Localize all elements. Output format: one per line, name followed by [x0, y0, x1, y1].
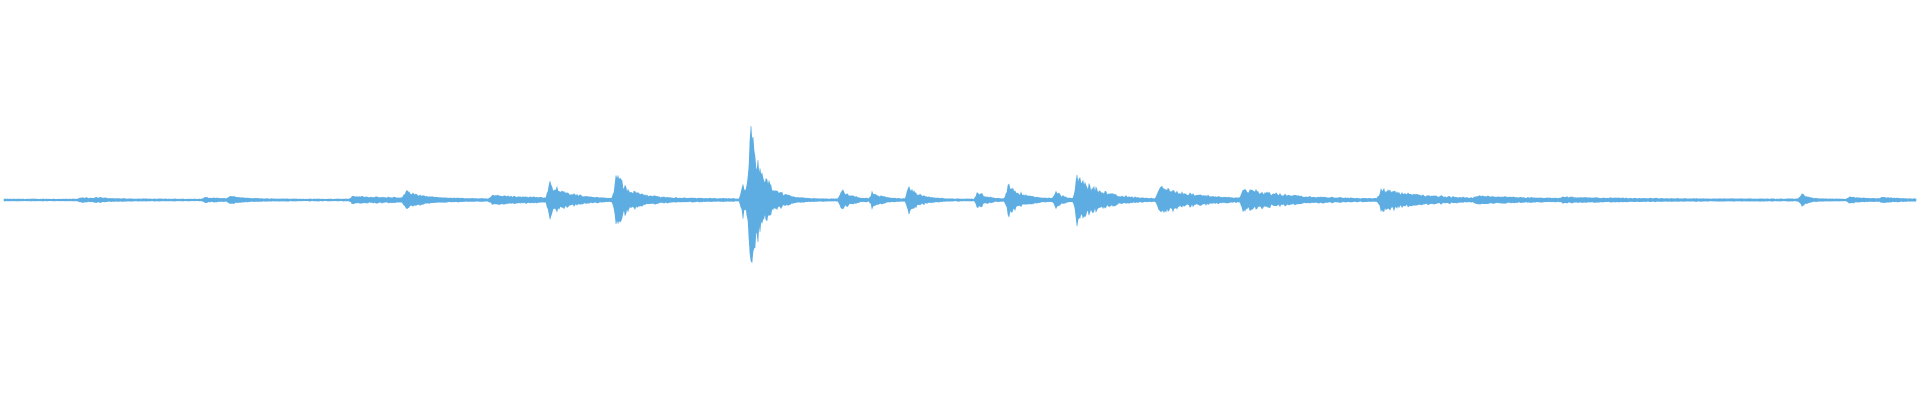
waveform-samples [3, 126, 1917, 264]
waveform-envelope [3, 126, 1917, 264]
